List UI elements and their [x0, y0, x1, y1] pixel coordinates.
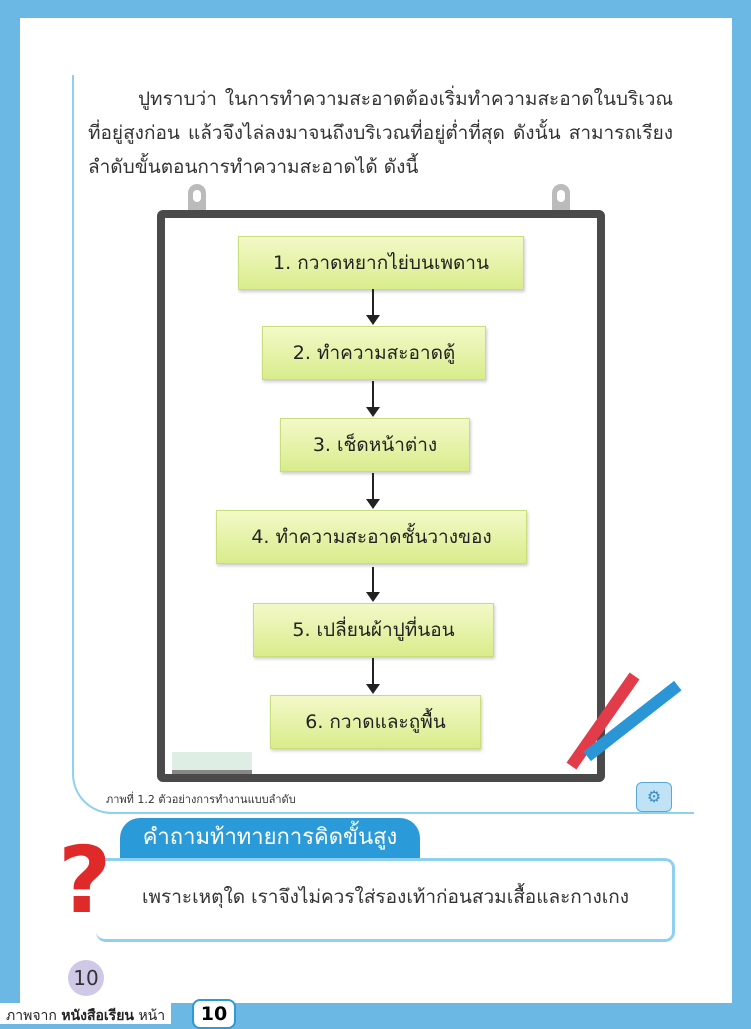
question-mark-mascot-icon: ? — [58, 827, 112, 934]
whiteboard-flowchart — [157, 210, 605, 782]
gear-icon: ⚙ — [636, 782, 672, 812]
step-4: 4. ทำความสะอาดชั้นวางของ — [216, 510, 527, 564]
footer-page-number: 10 — [192, 999, 236, 1029]
footer-book: หนังสือเรียน — [61, 1008, 134, 1024]
margin-line — [72, 75, 74, 775]
question-box — [96, 858, 675, 942]
challenge-title: คำถามท้าทายการคิดขั้นสูง — [120, 818, 420, 858]
board-eraser — [172, 752, 252, 774]
step-5: 5. เปลี่ยนผ้าปูที่นอน — [253, 603, 494, 657]
step-6: 6. กวาดและถูพื้น — [270, 695, 481, 749]
step-1: 1. กวาดหยากไย่บนเพดาน — [238, 236, 524, 290]
figure-caption: ภาพที่ 1.2 ตัวอย่างการทำงานแบบลำดับ — [106, 793, 296, 806]
arrow-icon — [366, 567, 380, 602]
intro-paragraph: ปูทราบว่า ในการทำความสะอาดต้องเริ่มทำควา… — [88, 88, 673, 178]
arrow-icon — [366, 381, 380, 417]
arrow-icon — [366, 289, 380, 325]
arrow-icon — [366, 658, 380, 694]
page-number: 10 — [68, 960, 104, 996]
step-2: 2. ทำความสะอาดตู้ — [262, 326, 486, 380]
board-clip-right — [552, 184, 570, 216]
footer-page-label: หน้า — [138, 1008, 166, 1024]
footer-source: ภาพจาก หนังสือเรียน หน้า — [0, 1003, 172, 1024]
challenge-question: เพราะเหตุใด เราจึงไม่ควรใส่รองเท้าก่อนสว… — [142, 886, 630, 908]
footer-prefix: ภาพจาก — [6, 1008, 57, 1024]
step-3: 3. เช็ดหน้าต่าง — [280, 418, 470, 472]
arrow-icon — [366, 473, 380, 509]
section-border — [72, 740, 694, 814]
board-clip-left — [188, 184, 206, 216]
